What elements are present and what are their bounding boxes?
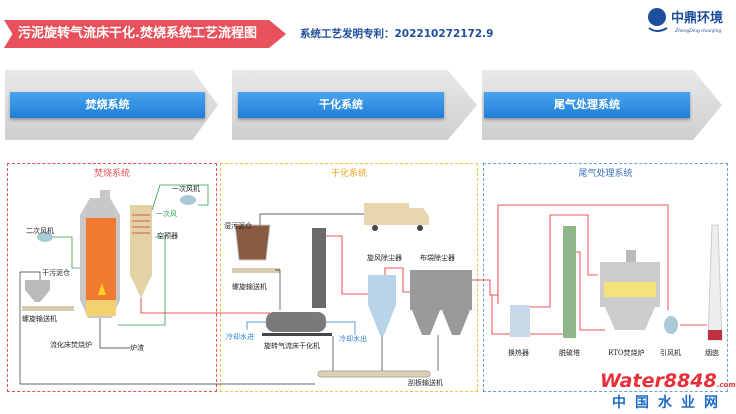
label-screw-conveyor-2: 螺旋输送机	[232, 283, 267, 291]
drying-section: 干化系统	[220, 163, 478, 392]
air-preheater	[130, 205, 152, 275]
label-dry-silo: 干污泥仓	[42, 269, 70, 277]
label-cooling-out: 冷却水出	[339, 335, 367, 343]
stage-drying: 干化系统	[238, 92, 444, 118]
watermark: Water8848.com	[600, 370, 736, 392]
desulfurization-tower-icon	[563, 226, 576, 338]
label-scraper: 刮板输送机	[408, 379, 443, 387]
svg-text:中鼎环境: 中鼎环境	[671, 10, 723, 26]
label-rto: RTO焚烧炉	[608, 349, 645, 357]
bag-filter-icon	[410, 270, 472, 335]
primary-fan-icon	[180, 195, 196, 205]
truck-icon	[364, 203, 429, 231]
label-cooling-in: 冷却水进	[226, 333, 254, 341]
label-chimney: 烟囱	[705, 349, 719, 357]
section-title: 干化系统	[330, 169, 367, 179]
label-desulfurization: 脱硫塔	[559, 349, 580, 357]
label-preheater: 空预器	[157, 232, 178, 240]
label-primary-air: 一次风	[156, 210, 177, 218]
company-logo: 中鼎环境 ZhongDing HuanJing	[645, 6, 735, 34]
scraper-conveyor-icon	[317, 370, 431, 378]
label-cyclone: 旋风除尘器	[367, 254, 402, 262]
svg-text:ZhongDing HuanJing: ZhongDing HuanJing	[674, 28, 722, 34]
wet-silo-icon	[234, 224, 271, 261]
incineration-section: 焚烧系统	[7, 163, 217, 392]
exhaust-section: 尾气处理系统	[483, 163, 728, 392]
chimney-icon	[707, 224, 723, 341]
heat-exchanger-icon	[510, 305, 530, 337]
section-title: 尾气处理系统	[578, 169, 633, 179]
label-screw-conveyor: 螺旋输送机	[22, 315, 57, 323]
label-furnace: 流化床焚烧炉	[50, 341, 92, 349]
label-secondary-fan: 二次风机	[26, 227, 54, 235]
label-induced-fan: 引风机	[660, 349, 681, 357]
page-title: 污泥旋转气流床干化.焚烧系统工艺流程图	[4, 20, 286, 48]
stage-incineration: 焚烧系统	[10, 92, 205, 118]
watermark-cn: 中国水业网	[612, 395, 727, 411]
label-wet-silo: 湿污泥仓	[224, 222, 252, 230]
label-primary-fan: 一次风机	[172, 185, 200, 193]
section-title: 焚烧系统	[93, 169, 130, 179]
rto-incinerator-icon	[600, 250, 660, 330]
cyclone-icon	[368, 275, 396, 335]
label-slag: 炉渣	[130, 344, 144, 352]
label-heat-exchanger: 换热器	[508, 349, 529, 357]
rotary-dryer-icon	[266, 312, 326, 332]
patent-number: 系统工艺发明专利：202210272172.9	[300, 28, 494, 40]
fluidized-bed-furnace	[80, 190, 120, 318]
label-bag-filter: 布袋除尘器	[420, 254, 455, 262]
induced-fan-icon	[664, 316, 678, 334]
stage-exhaust: 尾气处理系统	[484, 92, 690, 118]
dry-silo-icon	[25, 280, 50, 302]
dryer-tower	[312, 228, 326, 308]
screw-conveyor-icon	[22, 306, 74, 311]
secondary-fan-icon	[37, 232, 53, 242]
label-dryer: 旋转气流床干化机	[264, 342, 320, 350]
